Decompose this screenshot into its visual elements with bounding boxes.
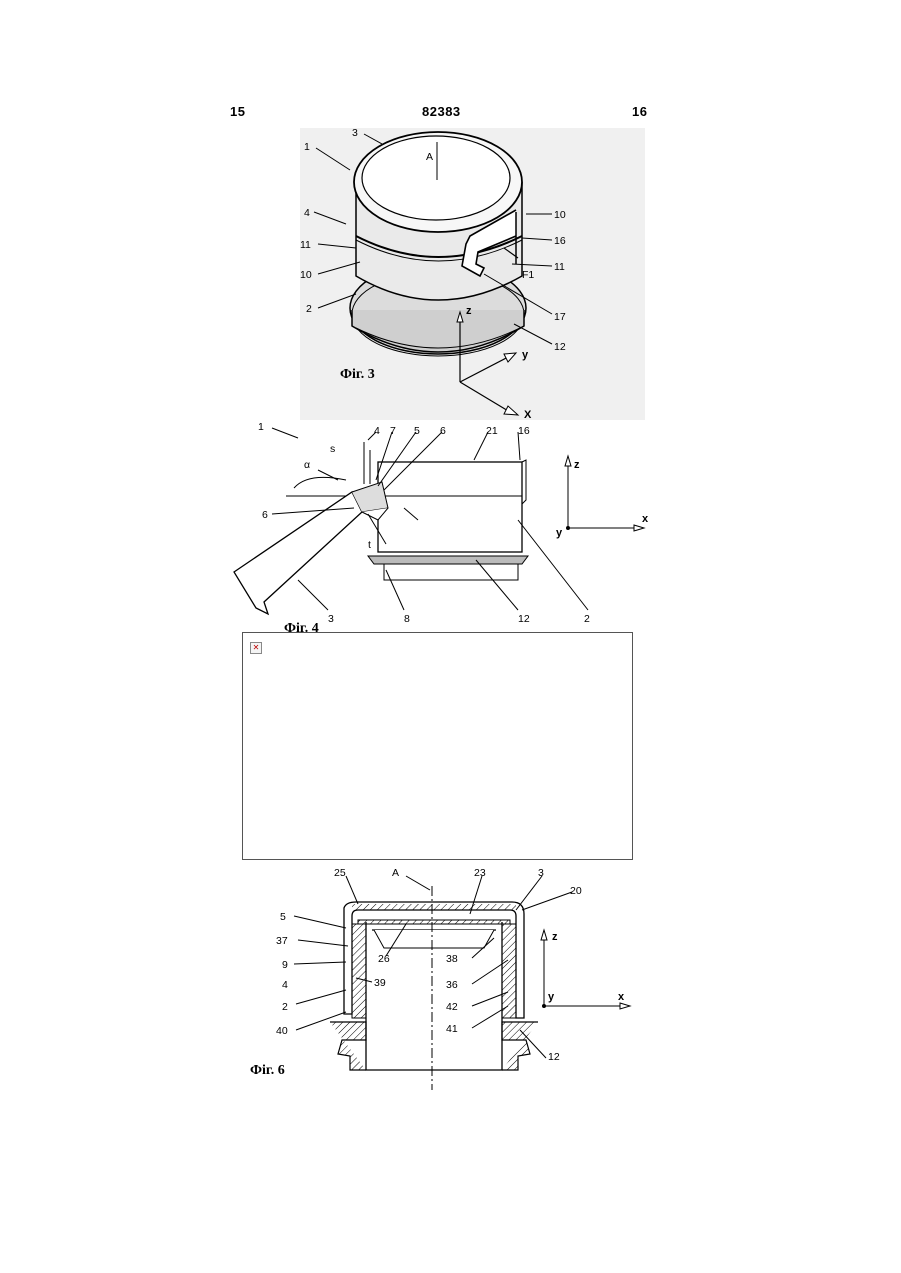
fig6-label-2: 2 [282,1001,288,1013]
fig3-label-4: 4 [304,207,310,219]
figure-4: 1 s 4 7 5 6 21 16 α 6 t 3 8 12 2 z x y Ф… [228,420,668,634]
fig4-axis-x: x [642,513,649,525]
fig6-label-36: 36 [446,979,458,991]
fig6-label-40: 40 [276,1025,288,1037]
fig4-label-12: 12 [518,613,530,625]
fig4-label-s: s [330,443,335,455]
fig6-label-41: 41 [446,1023,458,1035]
fig3-label-16: 16 [554,235,566,247]
fig3-axis-z: z [466,305,472,317]
fig3-label-A: A [426,151,433,163]
fig3-label-11b: 11 [554,261,565,273]
fig4-label-6a: 6 [440,425,446,437]
fig3-axis-x: X [524,409,532,420]
fig6-axis-x: x [618,991,625,1003]
fig6-label-4: 4 [282,979,288,991]
figure-6: 25 A 23 3 20 5 37 9 4 2 40 26 38 36 42 4… [246,864,636,1092]
fig3-caption: Фіг. 3 [340,367,375,382]
broken-image-frame: ✕ [242,632,633,860]
fig4-axis-z: z [574,459,580,471]
fig3-label-17: 17 [554,311,566,323]
fig6-caption: Фіг. 6 [250,1063,285,1078]
figure-3: 1 3 A 4 11 10 2 10 16 F1 11 17 12 z y X … [290,128,650,420]
broken-image-icon: ✕ [250,642,262,654]
fig3-axis-y: y [522,349,529,361]
fig4-label-7: 7 [390,425,396,437]
fig4-label-8: 8 [404,613,410,625]
fig6-axis-y: y [548,991,555,1003]
fig4-label-1: 1 [258,421,264,433]
fig4-label-6b: 6 [262,509,268,521]
fig3-label-10b: 10 [554,209,566,221]
fig4-label-2: 2 [584,613,590,625]
fig4-label-21: 21 [486,425,498,437]
fig6-label-39: 39 [374,977,386,989]
fig6-label-42: 42 [446,1001,458,1013]
fig6-label-20: 20 [570,885,582,897]
fig3-label-2: 2 [306,303,312,315]
fig6-label-3: 3 [538,867,544,879]
fig6-label-26: 26 [378,953,390,965]
fig6-axis-z: z [552,931,558,943]
fig4-label-16: 16 [518,425,530,437]
fig4-label-alpha: α [304,459,310,471]
fig3-label-3: 3 [352,128,358,139]
fig6-label-A: A [392,867,399,879]
fig6-label-5: 5 [280,911,286,923]
fig6-label-25: 25 [334,867,346,879]
fig3-label-F1: F1 [522,269,534,281]
fig4-label-4: 4 [374,425,380,437]
patent-number: 82383 [422,104,461,119]
fig6-label-37: 37 [276,935,288,947]
fig6-label-12: 12 [548,1051,560,1063]
fig6-label-9: 9 [282,959,288,971]
fig4-label-3: 3 [328,613,334,625]
fig6-label-38: 38 [446,953,458,965]
page-number-right: 16 [632,104,647,119]
page-number-left: 15 [230,104,245,119]
fig4-label-t: t [368,539,371,551]
fig4-axis-y: y [556,527,563,539]
fig3-label-10a: 10 [300,269,312,281]
fig4-label-5: 5 [414,425,420,437]
fig6-label-23: 23 [474,867,486,879]
fig3-label-12: 12 [554,341,566,353]
fig3-label-11: 11 [300,239,311,251]
fig3-label-1: 1 [304,141,310,153]
